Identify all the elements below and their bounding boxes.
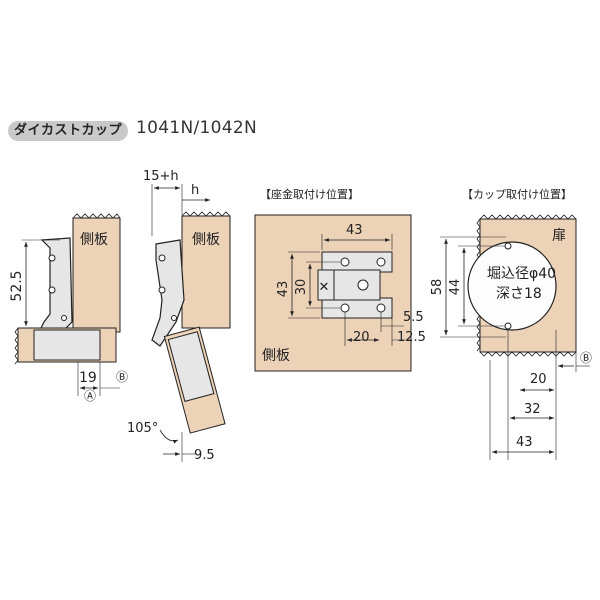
marker-a-left: Ⓐ bbox=[84, 389, 96, 403]
mount-dim-43-top: 43 bbox=[346, 223, 363, 238]
dim-9-5: 9.5 bbox=[194, 448, 215, 463]
cup-boring-circle bbox=[467, 241, 557, 331]
cup-dim-20: 20 bbox=[530, 372, 547, 387]
mount-dim-5-5: 5.5 bbox=[403, 310, 424, 325]
cup-closed bbox=[33, 329, 101, 361]
series-name-badge: ダイカストカップ bbox=[8, 121, 128, 141]
cup-dim-43: 43 bbox=[516, 435, 533, 450]
mount-dim-20: 20 bbox=[353, 330, 370, 345]
marker-b-left: Ⓑ bbox=[116, 370, 128, 384]
mounting-panel-label: 側板 bbox=[262, 348, 290, 364]
dim-19: 19 bbox=[79, 370, 97, 386]
cup-open bbox=[167, 331, 215, 402]
mounting-title: 【座金取付け位置】 bbox=[260, 187, 359, 201]
side-view-closed: 側板 52.5 19 Ⓑ Ⓐ bbox=[9, 213, 128, 403]
door-label: 扉 bbox=[552, 228, 566, 244]
cup-dim-32: 32 bbox=[524, 402, 541, 417]
boring-diameter-label: 堀込径φ40 bbox=[487, 266, 556, 282]
boring-depth-label: 深さ18 bbox=[496, 286, 542, 302]
cup-position-view: 【カップ取付け位置】 扉 堀込径φ40 深さ18 58 44 Ⓑ 20 32 bbox=[430, 187, 592, 460]
hinge-arm-left bbox=[39, 237, 73, 331]
side-panel-label-left: 側板 bbox=[80, 232, 108, 248]
dim-15-h: 15+h bbox=[143, 169, 179, 184]
side-view-open: 側板 15+h h 105° 9.5 bbox=[127, 169, 231, 463]
svg-text:✕: ✕ bbox=[319, 280, 330, 295]
dim-105: 105° bbox=[127, 421, 158, 436]
cup-dim-58: 58 bbox=[430, 279, 445, 296]
mount-dim-43-left: 43 bbox=[276, 281, 291, 298]
mounting-plate: ✕ bbox=[317, 251, 393, 319]
dim-52-5: 52.5 bbox=[9, 270, 25, 301]
dim-h: h bbox=[191, 183, 199, 198]
cup-marker-b: Ⓑ bbox=[580, 351, 592, 365]
cup-dim-44: 44 bbox=[448, 279, 463, 296]
mount-dim-30: 30 bbox=[294, 279, 309, 296]
cup-title: 【カップ取付け位置】 bbox=[462, 187, 572, 201]
side-panel-left bbox=[72, 217, 121, 333]
model-numbers: 1041N/1042N bbox=[136, 118, 257, 138]
mounting-plate-view: 【座金取付け位置】 側板 ✕ 43 43 30 bbox=[254, 187, 426, 372]
mount-dim-12-5: 12.5 bbox=[397, 330, 426, 345]
hinge-arm-open bbox=[151, 239, 185, 347]
side-panel-label-right: 側板 bbox=[192, 232, 220, 248]
